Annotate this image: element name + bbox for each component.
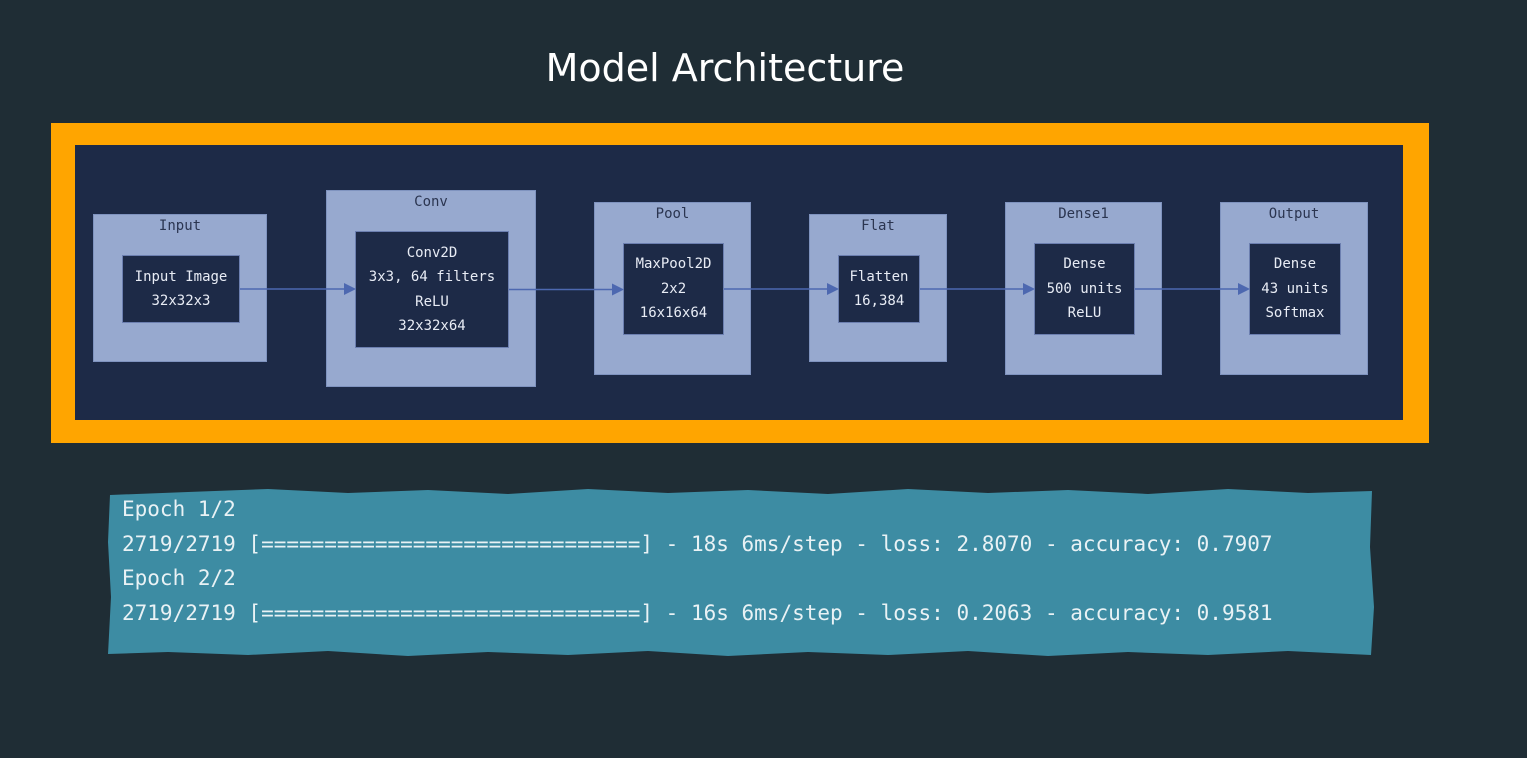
- node-line: 2x2: [660, 280, 687, 297]
- node-line: ReLU: [1067, 305, 1102, 322]
- node-line: 16,384: [853, 293, 905, 309]
- console-lines: Epoch 1/2 2719/2719 [===================…: [122, 492, 1273, 630]
- console-line: Epoch 2/2: [122, 566, 236, 590]
- console-line: 2719/2719 [=============================…: [122, 531, 1273, 556]
- architecture-diagram: Input Input Image 32x32x3 Conv Conv2D 3x…: [75, 145, 1403, 420]
- node-line: Flatten: [849, 268, 909, 285]
- training-log-panel: Epoch 1/2 2719/2719 [===================…: [108, 487, 1374, 658]
- node-maxpool2d: MaxPool2D 2x2 16x16x64: [623, 243, 724, 335]
- arrow-layer: [240, 283, 1250, 296]
- cluster-label: Output: [1268, 206, 1320, 222]
- console-line: Epoch 1/2: [122, 497, 236, 521]
- node-line: MaxPool2D: [635, 256, 712, 273]
- node-line: 32x32x64: [398, 318, 466, 334]
- console-line: 2719/2719 [=============================…: [122, 600, 1273, 625]
- node-line: 16x16x64: [639, 305, 708, 322]
- cluster-label: Input: [158, 218, 202, 234]
- node-output-dense: Dense 43 units Softmax: [1249, 243, 1341, 335]
- node-line: Dense: [1273, 256, 1317, 273]
- node-line: Softmax: [1265, 305, 1325, 322]
- node-line: 500 units: [1046, 280, 1123, 297]
- console-background: [108, 489, 1374, 656]
- node-input-image: Input Image 32x32x3: [122, 255, 240, 323]
- cluster-input: Input Input Image 32x32x3: [93, 214, 267, 362]
- node-line: 3x3, 64 filters: [368, 269, 496, 285]
- node-line: Dense: [1063, 256, 1106, 273]
- cluster-pool: Pool MaxPool2D 2x2 16x16x64: [594, 202, 751, 375]
- cluster-label: Conv: [414, 194, 448, 210]
- cluster-conv: Conv Conv2D 3x3, 64 filters ReLU 32x32x6…: [326, 190, 536, 387]
- cluster-label: Flat: [861, 218, 895, 234]
- node-line: ReLU: [415, 293, 449, 310]
- node-line: 32x32x3: [151, 293, 211, 309]
- node-dense-500: Dense 500 units ReLU: [1034, 243, 1135, 335]
- cluster-label: Pool: [655, 206, 690, 222]
- node-line: 43 units: [1261, 280, 1329, 297]
- node-conv2d: Conv2D 3x3, 64 filters ReLU 32x32x64: [355, 231, 509, 348]
- node-line: Conv2D: [406, 244, 458, 261]
- page-title: Model Architecture: [545, 46, 905, 90]
- node-line: Input Image: [134, 268, 228, 285]
- node-flatten: Flatten 16,384: [838, 255, 920, 323]
- cluster-label: Dense1: [1058, 206, 1109, 222]
